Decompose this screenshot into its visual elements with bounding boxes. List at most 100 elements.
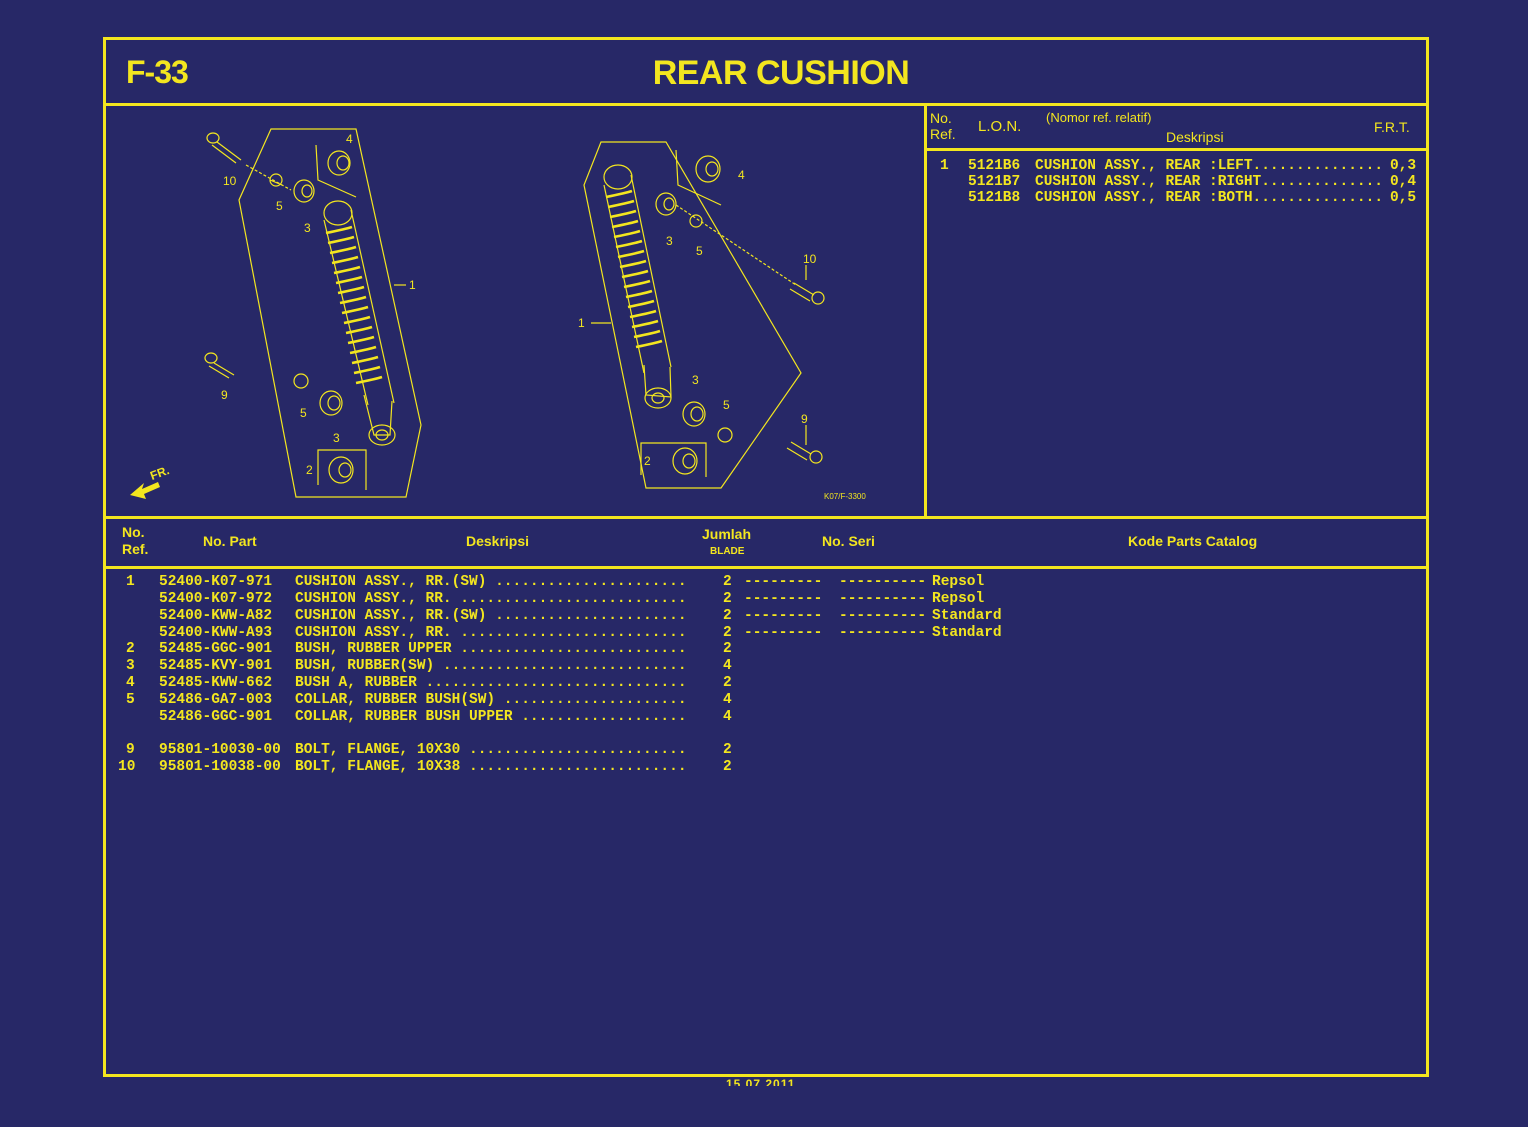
part-description: BOLT, FLANGE, 10X38 — [295, 759, 461, 775]
part-leader-dots: ..................... — [503, 692, 687, 708]
frt-lon: 5121B7 — [968, 174, 1021, 190]
left-bolt-9 — [204, 352, 235, 379]
part-ref: 5 — [126, 692, 135, 708]
frt-desc: CUSHION ASSY., REAR :LEFT — [1035, 158, 1253, 174]
part-description: BUSH, RUBBER UPPER — [295, 641, 452, 657]
callout-left-9: 9 — [221, 388, 228, 402]
part-dash-2: ---------- — [839, 625, 927, 641]
parts-header-no-seri: No. Seri — [822, 533, 875, 549]
part-dash-1: --------- — [744, 591, 823, 607]
part-dash-2: ---------- — [839, 591, 927, 607]
footer-date: 15.07.2011 — [726, 1077, 796, 1086]
left-bush-3-lower — [319, 390, 343, 416]
left-shock-absorber — [323, 200, 396, 446]
drawing-code: K07/F-3300 — [824, 492, 866, 501]
part-seri: Repsol — [932, 591, 985, 607]
part-quantity: 2 — [723, 742, 732, 758]
callout-left-4: 4 — [346, 132, 353, 146]
callout-left-2: 2 — [306, 463, 313, 477]
left-panel-outline — [238, 128, 422, 498]
part-quantity: 4 — [723, 658, 732, 674]
part-ref: 4 — [126, 675, 135, 691]
front-arrow-icon — [130, 482, 160, 499]
part-quantity: 2 — [723, 675, 732, 691]
part-number: 52485-KWW-662 — [159, 675, 273, 691]
parts-header-blade: BLADE — [710, 546, 745, 557]
page-title: REAR CUSHION — [652, 54, 910, 92]
part-ref: 3 — [126, 658, 135, 674]
part-leader-dots: .......................... — [460, 625, 687, 641]
callout-left-1: 1 — [409, 278, 416, 292]
part-leader-dots: ...................... — [495, 608, 687, 624]
part-description: BUSH, RUBBER(SW) — [295, 658, 435, 674]
part-dash-2: ---------- — [839, 574, 927, 590]
parts-header-no-ref: No. Ref. — [122, 524, 149, 557]
part-ref: 10 — [118, 759, 136, 775]
frt-leader-dots: ............... — [1252, 158, 1384, 174]
left-bush-2 — [317, 449, 367, 490]
part-number: 95801-10038-00 — [159, 759, 281, 775]
frt-header-lon: L.O.N. — [978, 118, 1022, 135]
right-collar-5-lower — [717, 427, 733, 443]
right-shock-absorber — [603, 164, 672, 409]
part-seri: Repsol — [932, 574, 985, 590]
frt-lon: 5121B6 — [968, 158, 1021, 174]
frt-header-deskripsi: Deskripsi — [1166, 129, 1224, 145]
frt-header-no-ref: No. Ref. — [930, 110, 956, 142]
frt-leader-dots: .............. — [1261, 174, 1384, 190]
part-ref: 1 — [126, 574, 135, 590]
right-bolt-10 — [675, 204, 825, 305]
frt-header-divider — [924, 148, 1426, 151]
right-panel-outline — [583, 141, 802, 489]
right-bush-3-lower — [682, 401, 706, 427]
frt-ref: 1 — [940, 158, 949, 174]
right-bolt-9 — [786, 441, 823, 464]
page-code: F-33 — [126, 54, 189, 90]
callout-right-5-upper: 5 — [696, 244, 703, 258]
part-quantity: 2 — [723, 608, 732, 624]
part-description: CUSHION ASSY., RR.(SW) — [295, 608, 487, 624]
part-number: 52486-GGC-901 — [159, 709, 273, 725]
callout-right-10: 10 — [803, 252, 817, 266]
right-collar-5-upper — [689, 214, 703, 228]
part-leader-dots: .......................... — [460, 591, 687, 607]
left-bush-3-upper — [293, 179, 315, 203]
left-collar-5-upper — [269, 173, 283, 187]
part-seri: Standard — [932, 608, 1002, 624]
part-dash-1: --------- — [744, 625, 823, 641]
part-quantity: 2 — [723, 759, 732, 775]
exploded-diagram: 4 10 5 3 1 9 5 3 2 4 3 5 10 1 3 5 9 2 FR… — [106, 105, 924, 515]
callout-right-2: 2 — [644, 454, 651, 468]
part-number: 52486-GA7-003 — [159, 692, 273, 708]
part-number: 52400-KWW-A93 — [159, 625, 273, 641]
part-number: 95801-10030-00 — [159, 742, 281, 758]
left-collar-5-lower — [293, 373, 309, 389]
part-number: 52400-K07-971 — [159, 574, 273, 590]
part-description: BOLT, FLANGE, 10X30 — [295, 742, 461, 758]
title-divider — [106, 103, 1426, 106]
part-dash-1: --------- — [744, 608, 823, 624]
frt-leader-dots: ............... — [1252, 190, 1384, 206]
parts-header-no-part: No. Part — [203, 533, 257, 549]
callout-right-3-upper: 3 — [666, 234, 673, 248]
part-description: CUSHION ASSY., RR. — [295, 625, 452, 641]
left-bolt-10 — [206, 132, 292, 191]
part-description: BUSH A, RUBBER — [295, 675, 417, 691]
part-description: CUSHION ASSY., RR.(SW) — [295, 574, 487, 590]
right-bush-2 — [640, 442, 707, 477]
part-dash-1: --------- — [744, 574, 823, 590]
part-leader-dots: ......................... — [469, 759, 687, 775]
right-bush-3-upper — [655, 192, 677, 216]
part-description: COLLAR, RUBBER BUSH UPPER — [295, 709, 513, 725]
part-ref: 9 — [126, 742, 135, 758]
part-description: CUSHION ASSY., RR. — [295, 591, 452, 607]
callout-right-9: 9 — [801, 412, 808, 426]
callout-right-1: 1 — [578, 316, 585, 330]
diagram-divider — [924, 103, 927, 516]
frt-header-nomor-ref: (Nomor ref. relatif) — [1046, 110, 1152, 125]
callout-left-5-lower: 5 — [300, 406, 307, 420]
part-leader-dots: ............................ — [442, 658, 687, 674]
parts-table-top-divider — [106, 516, 1426, 519]
callout-left-3-upper: 3 — [304, 221, 311, 235]
part-leader-dots: ...................... — [495, 574, 687, 590]
